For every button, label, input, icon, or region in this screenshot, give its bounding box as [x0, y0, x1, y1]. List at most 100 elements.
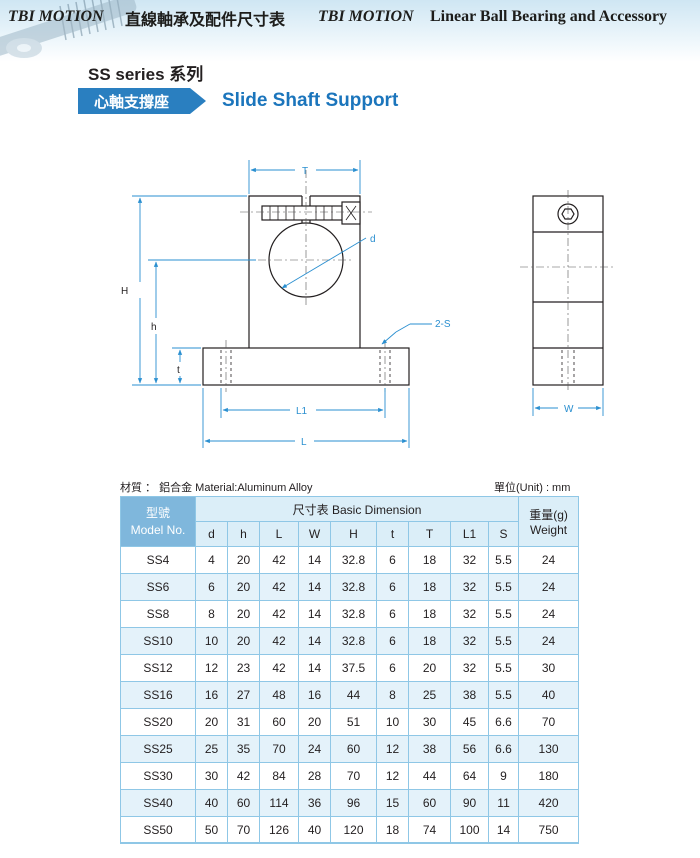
weight-cell: 24: [518, 546, 580, 574]
dimension-cell: 14: [298, 600, 331, 628]
dimension-cell: 35: [227, 735, 260, 763]
dimension-cell: 42: [259, 573, 299, 601]
dimension-cell: 42: [227, 762, 260, 790]
dimension-cell: 20: [195, 708, 228, 736]
dimension-cell: 32.8: [330, 546, 377, 574]
dimension-cell: 70: [259, 735, 299, 763]
col-header-S: S: [487, 521, 520, 547]
dimension-cell: 5.5: [487, 573, 520, 601]
weight-cell: 24: [518, 573, 580, 601]
dimension-cell: 6: [376, 573, 409, 601]
dimension-cell: 32: [450, 654, 489, 682]
dimension-cell: 14: [298, 627, 331, 655]
dimension-cell: 56: [450, 735, 489, 763]
col-header-W: W: [298, 521, 331, 547]
dimension-cell: 25: [195, 735, 228, 763]
dimension-cell: 64: [450, 762, 489, 790]
dimension-cell: 14: [487, 816, 520, 844]
dimension-cell: 5.5: [487, 654, 520, 682]
dimension-cell: 14: [298, 573, 331, 601]
linear-shaft-illustration: [0, 0, 137, 58]
col-header-T: T: [408, 521, 451, 547]
dimension-cell: 5.5: [487, 600, 520, 628]
col-header-h: h: [227, 521, 260, 547]
dimension-cell: 18: [408, 600, 451, 628]
dim-label-H: H: [121, 286, 128, 297]
dimension-cell: 20: [227, 573, 260, 601]
model-cell: SS16: [120, 681, 196, 709]
dimension-cell: 45: [450, 708, 489, 736]
series-heading: SS series 系列: [88, 65, 204, 84]
weight-cell: 70: [518, 708, 580, 736]
dimension-cell: 60: [408, 789, 451, 817]
dimension-subheader-row: d h L W H t T L1 S: [121, 521, 579, 547]
weight-cell: 180: [518, 762, 580, 790]
dim-label-d: d: [370, 234, 376, 245]
col-header-d: d: [195, 521, 228, 547]
dimension-cell: 37.5: [330, 654, 377, 682]
dimension-cell: 4: [195, 546, 228, 574]
dimension-cell: 16: [298, 681, 331, 709]
weight-header-zh: 重量(g): [529, 508, 568, 522]
dimension-cell: 44: [330, 681, 377, 709]
brand-subtitle-zh: 直線軸承及配件尺寸表: [125, 10, 286, 29]
model-cell: SS8: [120, 600, 196, 628]
model-column-header: 型號 Model No.: [120, 496, 196, 547]
weight-column-header: 重量(g) Weight: [518, 496, 580, 547]
dimension-cell: 32: [450, 546, 489, 574]
dimension-cell: 5.5: [487, 681, 520, 709]
dimension-cell: 36: [298, 789, 331, 817]
weight-cell: 750: [518, 816, 580, 844]
dimension-cell: 18: [376, 816, 409, 844]
dimension-cell: 9: [487, 762, 520, 790]
dimension-cell: 32: [450, 573, 489, 601]
model-cell: SS4: [120, 546, 196, 574]
side-view: [520, 190, 616, 392]
dimension-cell: 18: [408, 627, 451, 655]
unit-note: 單位(Unit) : mm: [494, 482, 571, 494]
technical-drawing: T d H h t 2-S L1 L W: [121, 160, 616, 448]
model-cell: SS40: [120, 789, 196, 817]
dimension-cell: 14: [298, 546, 331, 574]
brand-subtitle-en: Linear Ball Bearing and Accessory: [430, 8, 668, 25]
dimension-table: 型號 Model No. 尺寸表 Basic Dimension 重量(g) W…: [120, 496, 580, 844]
dimension-cell: 6.6: [487, 735, 520, 763]
dimension-cell: 11: [487, 789, 520, 817]
dimension-cell: 126: [259, 816, 299, 844]
dimension-cell: 31: [227, 708, 260, 736]
dimension-cell: 32.8: [330, 573, 377, 601]
dimension-cell: 12: [376, 762, 409, 790]
dimension-cell: 20: [298, 708, 331, 736]
dimension-cell: 74: [408, 816, 451, 844]
dimension-cell: 70: [227, 816, 260, 844]
dimension-cell: 42: [259, 627, 299, 655]
brand-logo-text-2: TBI MOTION: [318, 8, 414, 25]
weight-cell: 420: [518, 789, 580, 817]
dimension-cell: 96: [330, 789, 377, 817]
dimension-cell: 15: [376, 789, 409, 817]
basic-dimension-header: 尺寸表 Basic Dimension: [194, 496, 520, 522]
dimension-cell: 42: [259, 654, 299, 682]
dim-label-W: W: [564, 404, 574, 415]
weight-cell: 40: [518, 681, 580, 709]
dimension-cell: 12: [376, 735, 409, 763]
col-header-t: t: [376, 521, 409, 547]
model-cell: SS20: [120, 708, 196, 736]
title-zh-badge: 心軸支撐座: [78, 88, 206, 114]
dimension-lines: [132, 160, 604, 448]
dimension-cell: 6: [376, 600, 409, 628]
dimension-cell: 84: [259, 762, 299, 790]
dimension-cell: 23: [227, 654, 260, 682]
model-cell: SS10: [120, 627, 196, 655]
dimension-cell: 12: [195, 654, 228, 682]
model-cell: SS6: [120, 573, 196, 601]
dimension-cell: 18: [408, 573, 451, 601]
dimension-cell: 28: [298, 762, 331, 790]
dimension-cell: 5.5: [487, 546, 520, 574]
dimension-cell: 38: [408, 735, 451, 763]
